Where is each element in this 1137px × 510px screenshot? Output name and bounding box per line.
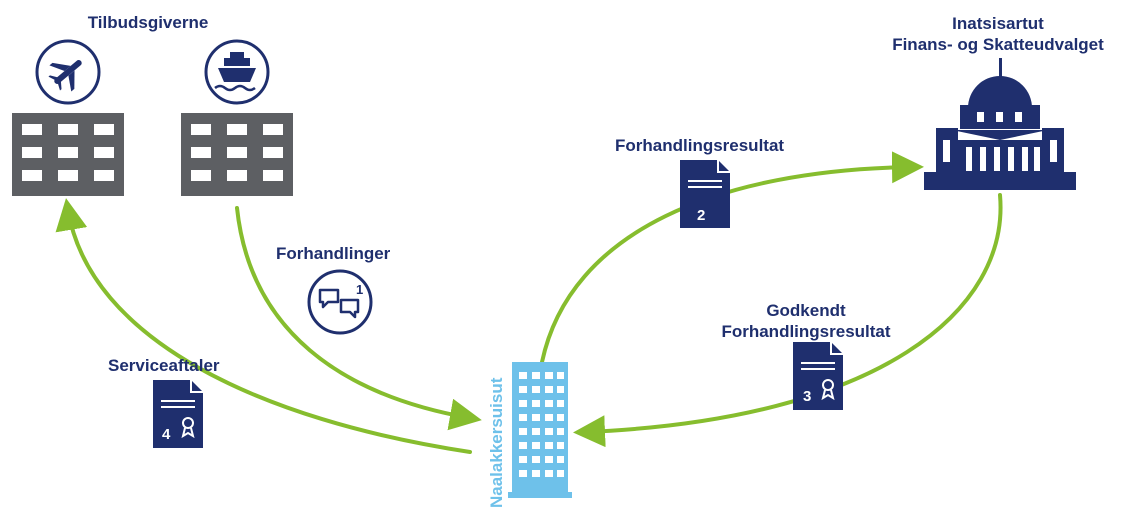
certificate-icon <box>181 417 195 439</box>
plane-icon <box>35 39 101 105</box>
office-building-icon <box>181 113 293 196</box>
negotiations-label: Forhandlinger <box>276 244 391 263</box>
providers-title: Tilbudsgiverne <box>87 13 209 32</box>
chat-badge: 1 <box>356 282 363 297</box>
approved-result-label: Godkendt Forhandlingsresultat <box>721 300 890 342</box>
flow-arrows <box>55 151 1003 454</box>
parliament-title-line-2: Finans- og Skatteudvalget <box>892 35 1104 54</box>
document-service: 4 <box>153 380 203 448</box>
arrow-provider-2-to-government <box>235 206 482 431</box>
provider-building-airline <box>12 39 124 196</box>
certificate-icon <box>821 379 835 401</box>
chat-icon: 1 <box>307 269 373 335</box>
document-number: 2 <box>697 207 705 224</box>
arrow-government-to-provider-1 <box>55 198 472 454</box>
approved-label-line-1: Godkendt <box>766 301 846 320</box>
approved-label-line-2: Forhandlingsresultat <box>721 322 891 341</box>
service-label: Serviceaftaler <box>108 356 220 375</box>
government-label: Naalakkersuisut <box>487 377 506 508</box>
office-building-icon <box>12 113 124 196</box>
ship-icon <box>204 39 270 105</box>
document-number: 4 <box>162 426 171 443</box>
result-label: Forhandlingsresultat <box>615 136 785 155</box>
arrow-government-to-parliament <box>540 151 924 364</box>
document-approved: 3 <box>793 342 843 410</box>
document-result: 2 <box>680 160 730 228</box>
parliament-title-line-1: Inatsisartut <box>952 14 1044 33</box>
provider-building-shipping <box>181 39 293 196</box>
parliament-building-icon <box>924 58 1076 190</box>
document-number: 3 <box>803 388 811 405</box>
parliament-title: Inatsisartut Finans- og Skatteudvalget <box>892 13 1104 55</box>
tower-building-icon <box>508 362 572 498</box>
arrow-parliament-to-government <box>573 193 1003 448</box>
